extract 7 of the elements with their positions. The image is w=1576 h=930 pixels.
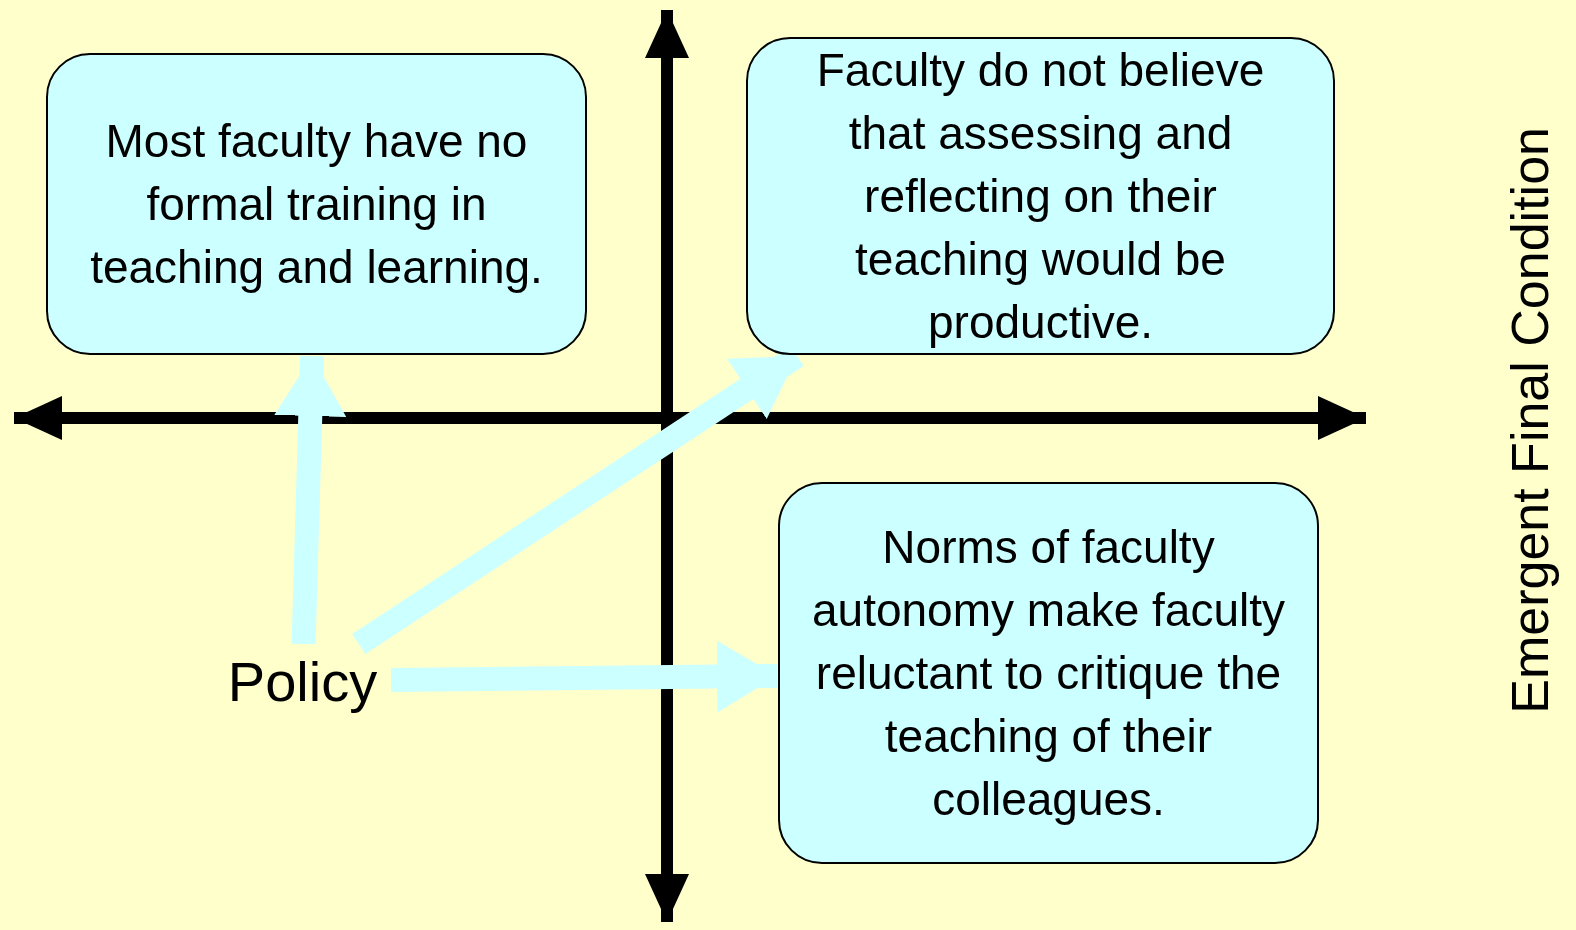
axis-label: Emergent Final Condition	[1500, 126, 1560, 714]
text-box: Faculty do not believe that assessing and reflecting on their teaching would be productive.	[746, 37, 1335, 355]
text-box: Most faculty have no formal training in teaching and learning.	[46, 53, 587, 355]
text-box: Norms of faculty autonomy make faculty reluctant to critique the teaching of their colleagues.	[778, 482, 1319, 864]
node-label: Policy	[215, 645, 390, 717]
arrow	[274, 355, 347, 645]
arrow	[390, 640, 778, 713]
